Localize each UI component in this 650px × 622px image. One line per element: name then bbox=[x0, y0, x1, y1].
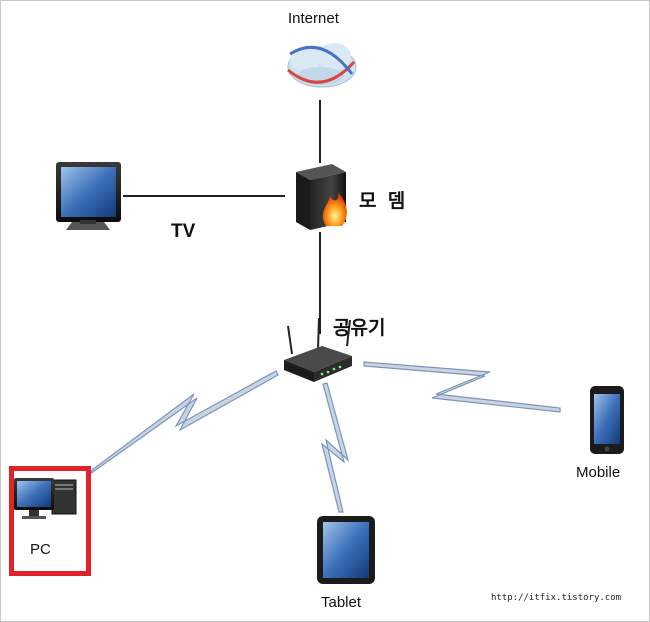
internet-label: Internet bbox=[288, 10, 339, 27]
tablet-icon bbox=[317, 516, 375, 584]
pc-icon bbox=[14, 478, 77, 519]
wireless-link-tablet bbox=[320, 382, 350, 513]
modem-label: 모 뎀 bbox=[359, 191, 409, 212]
wireless-links bbox=[89, 361, 561, 513]
mobile-icon bbox=[590, 386, 624, 454]
pc-label: PC bbox=[30, 541, 51, 558]
wired-links bbox=[123, 100, 321, 334]
tv-label: TV bbox=[171, 221, 196, 242]
router-icon bbox=[284, 317, 352, 382]
wireless-link-pc bbox=[89, 370, 279, 475]
router-label: 공유기 bbox=[333, 318, 386, 339]
mobile-label: Mobile bbox=[576, 464, 621, 481]
tv-icon bbox=[56, 162, 121, 230]
watermark-url: http://itfix.tistory.com bbox=[491, 593, 622, 603]
pc-highlight-box bbox=[9, 466, 91, 576]
tablet-label: Tablet bbox=[321, 594, 362, 611]
modem-icon bbox=[296, 164, 347, 230]
internet-cloud-icon bbox=[287, 43, 357, 88]
wireless-link-mobile bbox=[363, 361, 561, 413]
